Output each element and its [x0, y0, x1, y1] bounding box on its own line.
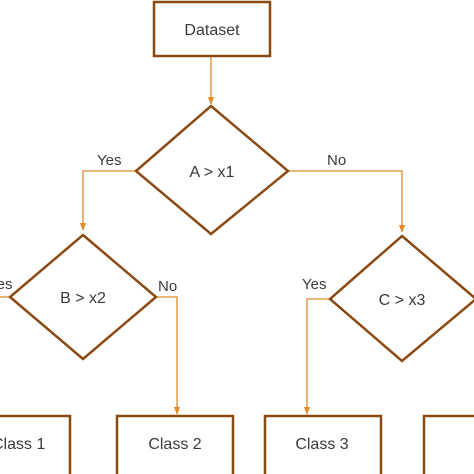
node-class-4-partial	[422, 414, 474, 474]
edge-label-b-no: No	[158, 278, 177, 295]
decision-b: B > x2	[8, 233, 158, 361]
edge-label-b-yes: Yes	[0, 276, 12, 293]
node-class-1: Class 1	[0, 414, 72, 474]
node-class-3-label: Class 3	[295, 436, 348, 453]
edge-label-a-no: No	[327, 152, 346, 169]
edge-a-yes	[79, 170, 136, 231]
node-class-2-label: Class 2	[148, 436, 201, 453]
edge-b-no	[156, 296, 181, 415]
edge-c-yes	[303, 298, 330, 415]
node-class-3: Class 3	[263, 414, 383, 474]
node-class-1-label: Class 1	[0, 436, 45, 453]
decision-a-label: A > x1	[190, 164, 235, 181]
decision-b-label: B > x2	[60, 290, 106, 307]
node-dataset: Dataset	[152, 0, 272, 58]
edge-a-no	[288, 170, 406, 233]
node-class-2: Class 2	[115, 414, 235, 474]
edge-label-c-yes: Yes	[302, 276, 326, 293]
edge-label-a-yes: Yes	[97, 152, 121, 169]
node-dataset-label: Dataset	[184, 22, 240, 39]
decision-a: A > x1	[134, 104, 290, 236]
connectors	[0, 57, 406, 415]
decision-c: C > x3	[328, 234, 474, 363]
decision-c-label: C > x3	[379, 292, 426, 309]
